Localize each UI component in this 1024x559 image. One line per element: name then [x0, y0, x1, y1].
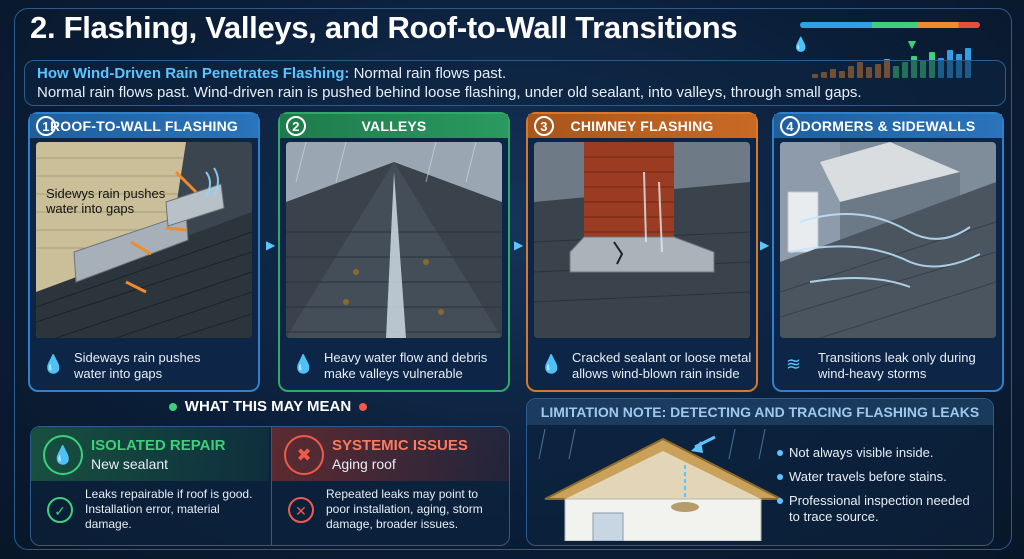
check-icon: ✓: [47, 497, 73, 523]
systemic-issues-header: ✖ SYSTEMIC ISSUES Aging roof: [272, 427, 510, 481]
chevron-right-icon: ▶: [514, 238, 524, 252]
panel-header: 3 CHIMNEY FLASHING: [528, 114, 756, 138]
intro-heading-tail: Normal rain flows past.: [353, 65, 507, 82]
wind-icon: ≋: [786, 354, 802, 374]
water-drop-icon: 💧: [792, 36, 810, 52]
water-drop-icon: 💧: [42, 354, 65, 374]
caption-line: Transitions leak only during: [818, 350, 976, 365]
chevron-right-icon: ▶: [760, 238, 770, 252]
panel-number: 3: [534, 116, 554, 136]
tools-icon: ✖: [284, 435, 324, 475]
intro-line-1: How Wind-Driven Rain Penetrates Flashing…: [37, 65, 506, 82]
limitation-point: Not always visible inside.: [777, 445, 934, 461]
meaning-title: WHAT THIS MAY MEAN: [28, 398, 508, 415]
caption-line: Heavy water flow and debris: [324, 350, 488, 365]
panel-number: 4: [780, 116, 800, 136]
systemic-sub: Aging roof: [332, 456, 396, 472]
chevron-right-icon: ▶: [266, 238, 276, 252]
bullet-dot: [777, 474, 783, 480]
isolated-heading: ISOLATED REPAIR: [91, 437, 226, 454]
panel-title: ROOF-TO-WALL FLASHING: [50, 118, 238, 134]
limitation-point: Water travels before stains.: [777, 469, 947, 485]
limitation-box: LIMITATION NOTE: DETECTING AND TRACING F…: [526, 398, 994, 546]
isolated-body: Leaks repairable if roof is good. Instal…: [85, 487, 253, 531]
valleys-illustration: [286, 142, 502, 338]
panel-chimney-flashing: 3 CHIMNEY FLASHING 💧 Cracked sealant or l…: [526, 112, 758, 392]
flame-drop-icon: 💧: [540, 354, 563, 374]
rain-intensity-meter: [800, 22, 980, 28]
meaning-title-text: WHAT THIS MAY MEAN: [184, 398, 352, 415]
panel-title: DORMERS & SIDEWALLS: [800, 118, 976, 134]
water-drop-icon: 💧: [292, 354, 315, 374]
house-cutaway-illustration: [535, 428, 791, 542]
meaning-box: 💧 ISOLATED REPAIR New sealant ✓ Leaks re…: [30, 426, 510, 546]
panel-title: CHIMNEY FLASHING: [570, 118, 714, 134]
isolated-repair-column: 💧 ISOLATED REPAIR New sealant ✓ Leaks re…: [31, 427, 269, 545]
systemic-issues-column: ✖ SYSTEMIC ISSUES Aging roof ✕ Repeated …: [271, 427, 510, 545]
page-title: 2. Flashing, Valleys, and Roof-to-Wall T…: [30, 10, 738, 45]
chimney-illustration: [534, 142, 750, 338]
panel-number: 2: [286, 116, 306, 136]
intro-heading: How Wind-Driven Rain Penetrates Flashing…: [37, 65, 350, 82]
caption-line: make valleys vulnerable: [324, 366, 463, 381]
isolated-repair-header: 💧 ISOLATED REPAIR New sealant: [31, 427, 269, 481]
limitation-title: LIMITATION NOTE: DETECTING AND TRACING F…: [527, 399, 993, 425]
x-circle-icon: ✕: [288, 497, 314, 523]
caption-line: Cracked sealant or loose metal: [572, 350, 752, 365]
water-drop-icon: 💧: [43, 435, 83, 475]
bullet-dot: [777, 450, 783, 456]
panel-header: 2 VALLEYS: [280, 114, 508, 138]
panel-title: VALLEYS: [361, 118, 427, 134]
caption-line: allows wind-blown rain inside: [572, 366, 740, 381]
intro-box: How Wind-Driven Rain Penetrates Flashing…: [24, 60, 1006, 106]
caption-line: Sideways rain pushes: [74, 350, 201, 365]
bullet-dot: [777, 498, 783, 504]
caption-line: wind-heavy storms: [818, 366, 927, 381]
intro-line-2: Normal rain flows past. Wind-driven rain…: [37, 84, 862, 101]
water-drop-icon: ▼: [905, 36, 919, 52]
caption-line: water into gaps: [74, 366, 163, 381]
red-dot: [359, 403, 368, 412]
systemic-heading: SYSTEMIC ISSUES: [332, 437, 468, 454]
isolated-sub: New sealant: [91, 456, 169, 472]
systemic-body: Repeated leaks may point to poor install…: [326, 487, 483, 531]
green-dot: [168, 403, 177, 412]
panel-number: 1: [36, 116, 56, 136]
dormer-illustration: [780, 142, 996, 338]
